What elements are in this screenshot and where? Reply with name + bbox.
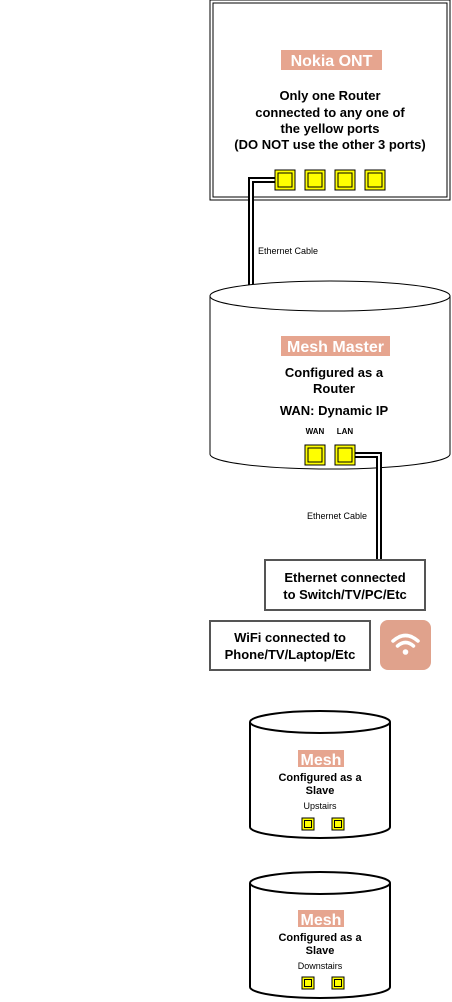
slave-upstairs-title-highlight	[298, 750, 344, 767]
slave-upstairs-location: Upstairs	[303, 801, 337, 811]
master-wan-port	[304, 444, 326, 466]
slave-downstairs-port-1	[301, 976, 315, 990]
ont-ports	[274, 169, 386, 191]
ont-port-2	[304, 169, 326, 191]
master-wan-config: WAN: Dynamic IP	[280, 403, 389, 418]
ont-note-line-3: the yellow ports	[281, 121, 380, 136]
slave-downstairs-line-2: Slave	[306, 945, 335, 957]
master-line-2: Router	[313, 381, 355, 396]
slave-downstairs-port-2	[331, 976, 345, 990]
master-lan-port	[334, 444, 356, 466]
ethernet-devices-line-1: Ethernet connected	[284, 570, 405, 585]
mesh-slave-downstairs: Mesh Configured as a Slave Downstairs	[249, 871, 391, 999]
ont-port-4	[364, 169, 386, 191]
wifi-icon	[380, 620, 431, 670]
ethernet-cable-1-label: Ethernet Cable	[258, 246, 318, 256]
slave-upstairs-title: Mesh	[301, 752, 342, 769]
wifi-devices-line-2: Phone/TV/Laptop/Etc	[225, 647, 356, 662]
ont-port-3	[334, 169, 356, 191]
master-wan-label: WAN	[306, 427, 325, 436]
ethernet-devices-line-2: to Switch/TV/PC/Etc	[283, 587, 407, 602]
ont-title: Nokia ONT	[291, 53, 373, 70]
master-line-1: Configured as a	[285, 365, 384, 380]
master-title-highlight	[281, 336, 390, 356]
ont-box: Nokia ONT Only one Router connected to a…	[209, 0, 451, 201]
ethernet-cable-2	[346, 452, 382, 560]
master-title: Mesh Master	[287, 339, 384, 356]
slave-downstairs-title-highlight	[298, 910, 344, 927]
slave-downstairs-title: Mesh	[301, 912, 342, 929]
slave-upstairs-port-1	[301, 817, 315, 831]
slave-upstairs-line-2: Slave	[306, 785, 335, 797]
slave-upstairs-line-1: Configured as a	[278, 772, 362, 784]
mesh-master-cylinder: Mesh Master Configured as a Router WAN: …	[209, 280, 451, 470]
ethernet-cable-2-label: Ethernet Cable	[307, 511, 367, 521]
ont-title-highlight	[281, 50, 382, 70]
ont-port-1	[274, 169, 296, 191]
wifi-devices-line-1: WiFi connected to	[234, 630, 346, 645]
mesh-slave-upstairs: Mesh Configured as a Slave Upstairs	[249, 710, 391, 839]
master-lan-label: LAN	[337, 427, 354, 436]
ethernet-devices-box: Ethernet connected to Switch/TV/PC/Etc	[264, 559, 426, 611]
ont-note-line-1: Only one Router	[279, 88, 380, 103]
ont-note-line-2: connected to any one of	[255, 105, 405, 120]
slave-downstairs-line-1: Configured as a	[278, 932, 362, 944]
slave-downstairs-location: Downstairs	[298, 961, 343, 971]
ont-note-line-4: (DO NOT use the other 3 ports)	[234, 137, 425, 152]
master-ports	[304, 444, 356, 466]
wifi-devices-box: WiFi connected to Phone/TV/Laptop/Etc	[209, 620, 371, 671]
slave-upstairs-port-2	[331, 817, 345, 831]
